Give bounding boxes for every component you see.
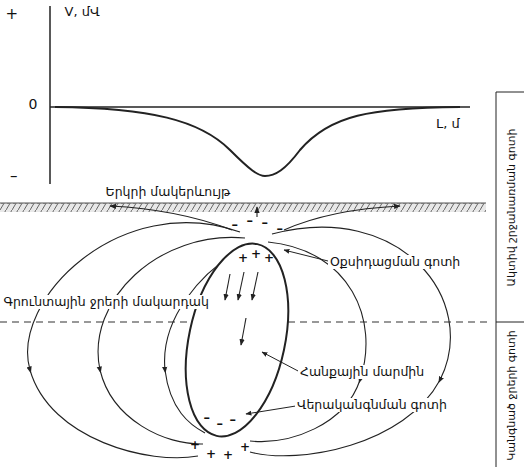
leader-line	[246, 405, 302, 414]
leaders	[246, 250, 332, 414]
leader-line	[284, 250, 332, 262]
charge-sign: –	[232, 218, 239, 233]
band-label: Ակտիվ շրջանառման գոտի	[505, 102, 518, 312]
l-axis	[50, 106, 470, 108]
leader-line	[262, 352, 300, 372]
band-label: Կանգնած ջրերի գոտի	[505, 327, 518, 463]
charge-sign: –	[262, 216, 269, 231]
charge-sign: +	[238, 252, 248, 266]
level-label: Գրունտային ջրերի մակարդակ	[2, 295, 211, 309]
charge-sign: –	[277, 222, 284, 237]
band-border	[496, 322, 524, 323]
charge-sign: +	[223, 449, 233, 463]
ground-line	[0, 203, 486, 204]
field-lines	[28, 206, 451, 458]
charge-sign: +	[264, 252, 274, 266]
axis-zero: 0	[29, 96, 38, 112]
ore-body	[170, 234, 305, 446]
v-axis	[49, 6, 51, 184]
zone-label: Վերականգնման գոտի	[295, 398, 449, 412]
inner-arrows	[225, 272, 258, 345]
axis-label: L, մ	[436, 117, 460, 132]
ground-surface	[0, 203, 486, 212]
charge-sign: +	[251, 248, 261, 262]
charge-sign: –	[217, 417, 224, 432]
zone-bands	[496, 92, 524, 467]
charge-sign: +	[240, 441, 250, 455]
current-line	[256, 207, 257, 217]
band-border	[496, 92, 497, 467]
band-border	[496, 92, 524, 93]
axis-label: V, մՎ	[65, 5, 100, 20]
current-line	[110, 206, 232, 230]
inner-arrow	[225, 274, 230, 300]
inner-arrow	[238, 272, 244, 300]
potential-curve	[55, 107, 460, 176]
inner-arrow	[241, 318, 246, 345]
sp-chart	[50, 6, 470, 184]
axis-sign: –	[10, 168, 18, 185]
charge-sign: –	[204, 411, 211, 426]
current-line	[284, 206, 400, 230]
axis-sign: +	[6, 6, 19, 23]
charge-sign: +	[190, 439, 200, 453]
surface-label: Երկրի մակերևույթ	[104, 185, 233, 199]
zone-label: Օքսիդացման գոտի	[328, 255, 462, 269]
charge-sign: –	[247, 214, 254, 229]
body-label: Հանքային մարմին	[298, 365, 426, 379]
charge-sign: –	[230, 413, 237, 428]
charge-sign: +	[206, 448, 216, 462]
inner-arrow	[252, 272, 258, 300]
